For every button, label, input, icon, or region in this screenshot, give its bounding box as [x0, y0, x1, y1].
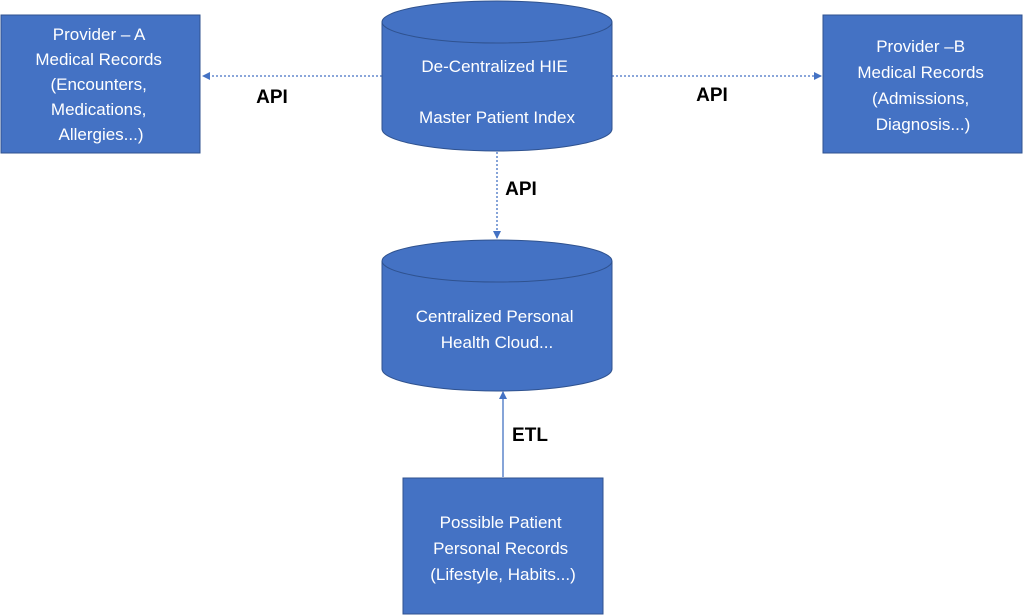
patient-records-line-3: (Lifestyle, Habits...): [430, 565, 576, 584]
provider-a-line-5: Allergies...): [58, 125, 143, 144]
provider-b-line-1: Provider –B: [876, 37, 965, 56]
provider-b-line-4: Diagnosis...): [876, 115, 970, 134]
svg-text:Provider – A Medical Rec: Provider – A Medical Records (Encounters…: [35, 25, 166, 144]
patient-records-node: Possible Patient Personal Records (Lifes…: [402, 477, 604, 615]
patient-records-line-2: Personal Records: [433, 539, 568, 558]
edge-label-etl: ETL: [512, 425, 548, 446]
edge-label-api-down: API: [505, 179, 537, 200]
provider-a-line-4: Medications,: [51, 100, 146, 119]
provider-b-line-2: Medical Records: [857, 63, 984, 82]
cloud-line-1: Centralized Personal: [416, 307, 574, 326]
edge-label-api-left: API: [256, 87, 288, 108]
cloud-line-2: Health Cloud...: [441, 333, 553, 352]
hie-line-1: De-Centralized HIE: [421, 57, 567, 76]
svg-text:De-Centralized HIE Maste: De-Centralized HIE Master Patient Index: [419, 57, 575, 127]
svg-text:Possible Patient Persona: Possible Patient Personal Records (Lifes…: [430, 513, 576, 584]
svg-text:Centralized Personal Hea: Centralized Personal Health Cloud...: [416, 307, 579, 352]
svg-text:Provider –B Medical Reco: Provider –B Medical Records (Admissions,…: [857, 37, 988, 134]
hie-line-3: Master Patient Index: [419, 108, 575, 127]
patient-records-line-1: Possible Patient: [440, 513, 562, 532]
provider-b-node: Provider –B Medical Records (Admissions,…: [822, 14, 1023, 154]
provider-a-line-2: Medical Records: [35, 50, 162, 69]
hie-cylinder-node: De-Centralized HIE Master Patient Index: [381, 0, 613, 152]
edge-label-api-right: API: [696, 85, 728, 106]
cloud-cylinder-node: Centralized Personal Health Cloud...: [381, 239, 613, 392]
provider-a-node: Provider – A Medical Records (Encounters…: [0, 14, 201, 154]
provider-b-line-3: (Admissions,: [872, 89, 969, 108]
connectors: [202, 72, 822, 477]
provider-a-line-3: (Encounters,: [50, 75, 146, 94]
edge-labels: API API API ETL: [256, 85, 728, 446]
provider-a-line-1: Provider – A: [53, 25, 146, 44]
